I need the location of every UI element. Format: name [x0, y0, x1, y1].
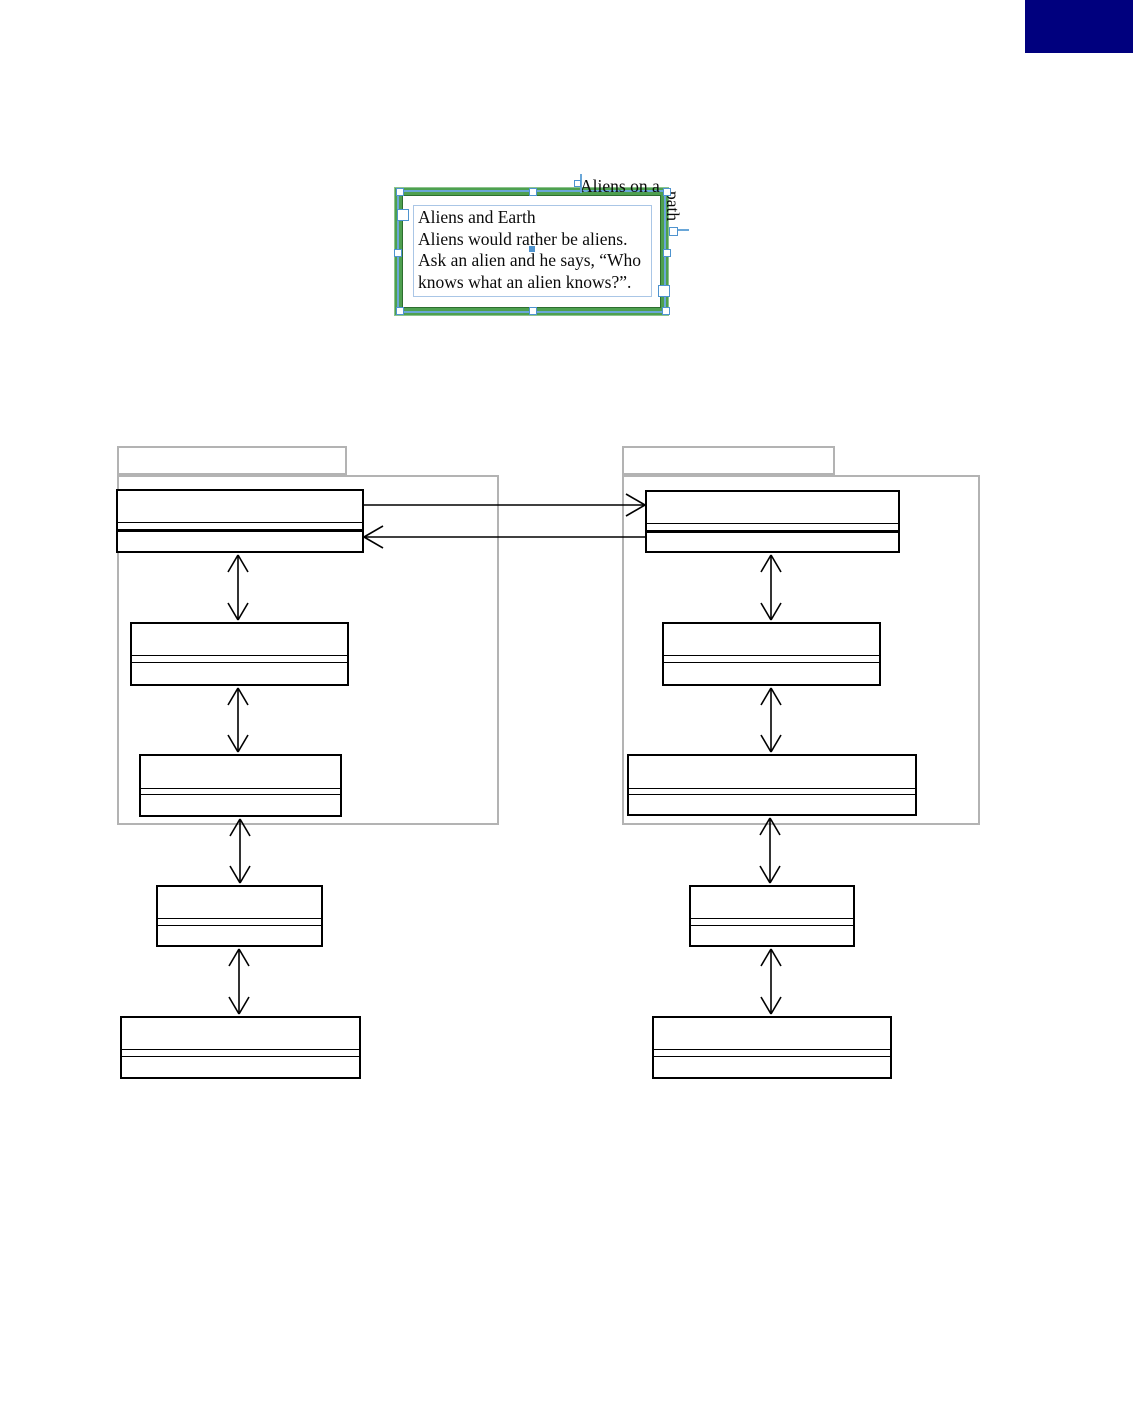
left-class-4-divider-1	[158, 918, 321, 919]
right-class-4-divider-1	[691, 918, 853, 919]
vertical-double-arrow-6[interactable]	[760, 687, 782, 753]
selection-handle-3[interactable]	[663, 188, 671, 196]
vertical-double-arrow-5[interactable]	[760, 554, 782, 621]
selection-handle-9[interactable]	[529, 307, 537, 315]
selection-handle-7[interactable]	[658, 285, 670, 297]
left-class-1-divider-2	[118, 529, 362, 532]
right-class-1-divider-1	[647, 523, 898, 524]
right-class-5-divider-1	[654, 1049, 890, 1050]
right-class-2-divider-2	[664, 662, 879, 663]
right-class-2-divider-1	[664, 655, 879, 656]
left-package-tab[interactable]	[117, 446, 347, 475]
vertical-double-arrow-1[interactable]	[227, 554, 249, 621]
right-class-2[interactable]	[662, 622, 881, 686]
poem-text[interactable]: Aliens and Earth Aliens would rather be …	[418, 207, 642, 292]
left-class-3[interactable]	[139, 754, 342, 817]
selection-handle-5[interactable]	[394, 249, 402, 257]
right-class-4-divider-2	[691, 925, 853, 926]
right-package-tab[interactable]	[622, 446, 835, 475]
vertical-double-arrow-7[interactable]	[759, 817, 781, 884]
vertical-double-arrow-2[interactable]	[227, 687, 249, 753]
right-class-3-divider-1	[629, 788, 915, 789]
selection-handle-1[interactable]	[396, 188, 404, 196]
right-class-4[interactable]	[689, 885, 855, 947]
left-class-1[interactable]	[116, 489, 364, 553]
vertical-double-arrow-8[interactable]	[760, 948, 782, 1015]
left-class-1-divider-1	[118, 522, 362, 523]
path-text-top[interactable]: Aliens on a	[580, 176, 660, 196]
selection-handle-4[interactable]	[397, 209, 409, 221]
right-class-1[interactable]	[645, 490, 900, 553]
right-class-3-divider-2	[629, 794, 915, 795]
left-class-2-divider-2	[132, 662, 347, 663]
left-class-3-divider-2	[141, 794, 340, 795]
selection-accent-line-1	[580, 174, 582, 193]
left-class-2-divider-1	[132, 655, 347, 656]
left-class-5-divider-2	[122, 1056, 359, 1057]
left-class-5[interactable]	[120, 1016, 361, 1079]
selection-handle-10[interactable]	[662, 307, 670, 315]
selection-handle-12[interactable]	[573, 179, 581, 187]
vertical-double-arrow-3[interactable]	[229, 818, 251, 884]
right-class-5[interactable]	[652, 1016, 892, 1079]
left-class-3-divider-1	[141, 788, 340, 789]
corner-navy-block	[1025, 0, 1133, 53]
vertical-double-arrow-4[interactable]	[228, 948, 250, 1015]
center-anchor-handle[interactable]	[529, 246, 535, 252]
left-class-5-divider-1	[122, 1049, 359, 1050]
selection-handle-2[interactable]	[529, 188, 537, 196]
selection-handle-6[interactable]	[663, 249, 671, 257]
left-class-2[interactable]	[130, 622, 349, 686]
horizontal-arrow-2[interactable]	[363, 525, 645, 549]
selection-accent-line-2	[673, 229, 689, 231]
right-class-1-divider-2	[647, 530, 898, 533]
horizontal-arrow-1[interactable]	[364, 493, 646, 517]
selection-handle-11[interactable]	[668, 226, 678, 236]
left-class-4[interactable]	[156, 885, 323, 947]
right-class-3[interactable]	[627, 754, 917, 816]
left-class-4-divider-2	[158, 925, 321, 926]
right-class-5-divider-2	[654, 1056, 890, 1057]
selection-handle-8[interactable]	[396, 307, 404, 315]
